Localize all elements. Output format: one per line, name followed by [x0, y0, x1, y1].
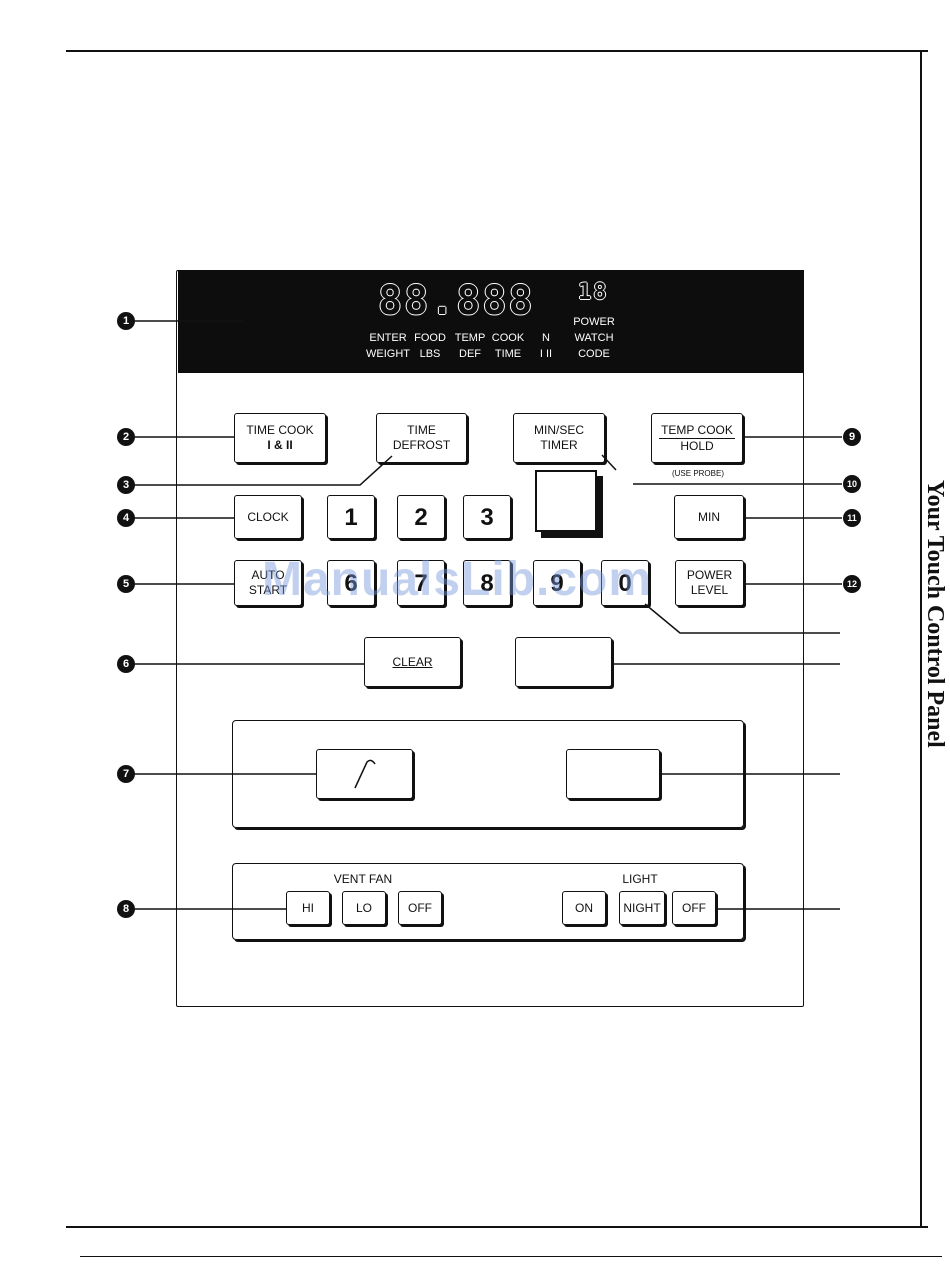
callout-9: 9 [843, 428, 861, 446]
auto-start-sub-label: START [248, 583, 288, 597]
callout-10: 10 [843, 475, 861, 493]
blank-group-button[interactable] [566, 749, 660, 799]
light-night-button[interactable]: NIGHT [619, 891, 665, 925]
number-9-button[interactable]: 9 [533, 560, 581, 606]
number-0-button[interactable]: 0 [601, 560, 649, 606]
number-2-button[interactable]: 2 [397, 495, 445, 539]
time-cook-sub-label: I & II [267, 438, 293, 452]
use-probe-note: (USE PROBE) [671, 469, 724, 478]
number-7-button[interactable]: 7 [397, 560, 445, 606]
time-cook-label: TIME COOK [246, 423, 314, 437]
light-on-button[interactable]: ON [562, 891, 606, 925]
callout-4: 4 [117, 509, 135, 527]
right-rule [920, 50, 922, 1227]
temp-cook-hold-button[interactable]: TEMP COOK HOLD [651, 413, 743, 463]
leader-10b [601, 454, 617, 471]
callout-3: 3 [117, 476, 135, 494]
temp-cook-label: TEMP COOK [659, 422, 735, 439]
min-sec-timer-button[interactable]: MIN/SEC TIMER [513, 413, 605, 463]
callout-5: 5 [117, 575, 135, 593]
display-small-digits: 18 [578, 280, 609, 305]
leader-13 [644, 603, 840, 634]
display-window [178, 270, 804, 373]
blank-key-block[interactable] [535, 470, 597, 532]
hold-label: HOLD [680, 438, 714, 453]
leader-3 [134, 455, 393, 486]
callout-11: 11 [843, 509, 861, 527]
callout-8: 8 [117, 900, 135, 918]
callout-6: 6 [117, 655, 135, 673]
time-cook-button[interactable]: TIME COOK I & II [234, 413, 326, 463]
auto-start-label: AUTO [251, 568, 285, 582]
power-level-label: POWER [686, 568, 733, 582]
vent-fan-label: VENT FAN [333, 872, 393, 886]
number-3-button[interactable]: 3 [463, 495, 511, 539]
fan-light-group-frame [232, 863, 744, 940]
auto-start-button[interactable]: AUTO START [234, 560, 302, 606]
time-defrost-sub-label: DEFROST [392, 438, 451, 452]
bottom-rule [66, 1226, 928, 1228]
blank-button[interactable] [515, 637, 612, 687]
probe-button[interactable] [316, 749, 413, 799]
side-title: Your Touch Control Panel [922, 480, 948, 748]
top-rule [66, 50, 928, 52]
min-button[interactable]: MIN [674, 495, 744, 539]
clear-label: CLEAR [392, 654, 433, 669]
light-label: LIGHT [622, 872, 658, 886]
clear-button[interactable]: CLEAR [364, 637, 461, 687]
probe-icon [353, 759, 376, 789]
power-level-button[interactable]: POWER LEVEL [675, 560, 744, 606]
callout-12: 12 [843, 575, 861, 593]
number-6-button[interactable]: 6 [327, 560, 375, 606]
vent-fan-lo-button[interactable]: LO [342, 891, 386, 925]
watermark: ManualsLib.com [262, 553, 653, 606]
number-1-button[interactable]: 1 [327, 495, 375, 539]
vent-fan-hi-button[interactable]: HI [286, 891, 330, 925]
time-defrost-button[interactable]: TIME DEFROST [376, 413, 467, 463]
clock-button[interactable]: CLOCK [234, 495, 302, 539]
time-defrost-label: TIME [407, 423, 436, 437]
min-sec-timer-sub-label: TIMER [540, 438, 578, 452]
power-level-sub-label: LEVEL [690, 583, 729, 597]
callout-2: 2 [117, 428, 135, 446]
callout-1: 1 [117, 312, 135, 330]
vent-fan-off-button[interactable]: OFF [398, 891, 442, 925]
footer-rule [80, 1256, 942, 1257]
callout-7: 7 [117, 765, 135, 783]
number-8-button[interactable]: 8 [463, 560, 511, 606]
display-digits: 88.888 [378, 278, 535, 324]
min-sec-timer-label: MIN/SEC [533, 423, 584, 437]
light-off-button[interactable]: OFF [672, 891, 716, 925]
